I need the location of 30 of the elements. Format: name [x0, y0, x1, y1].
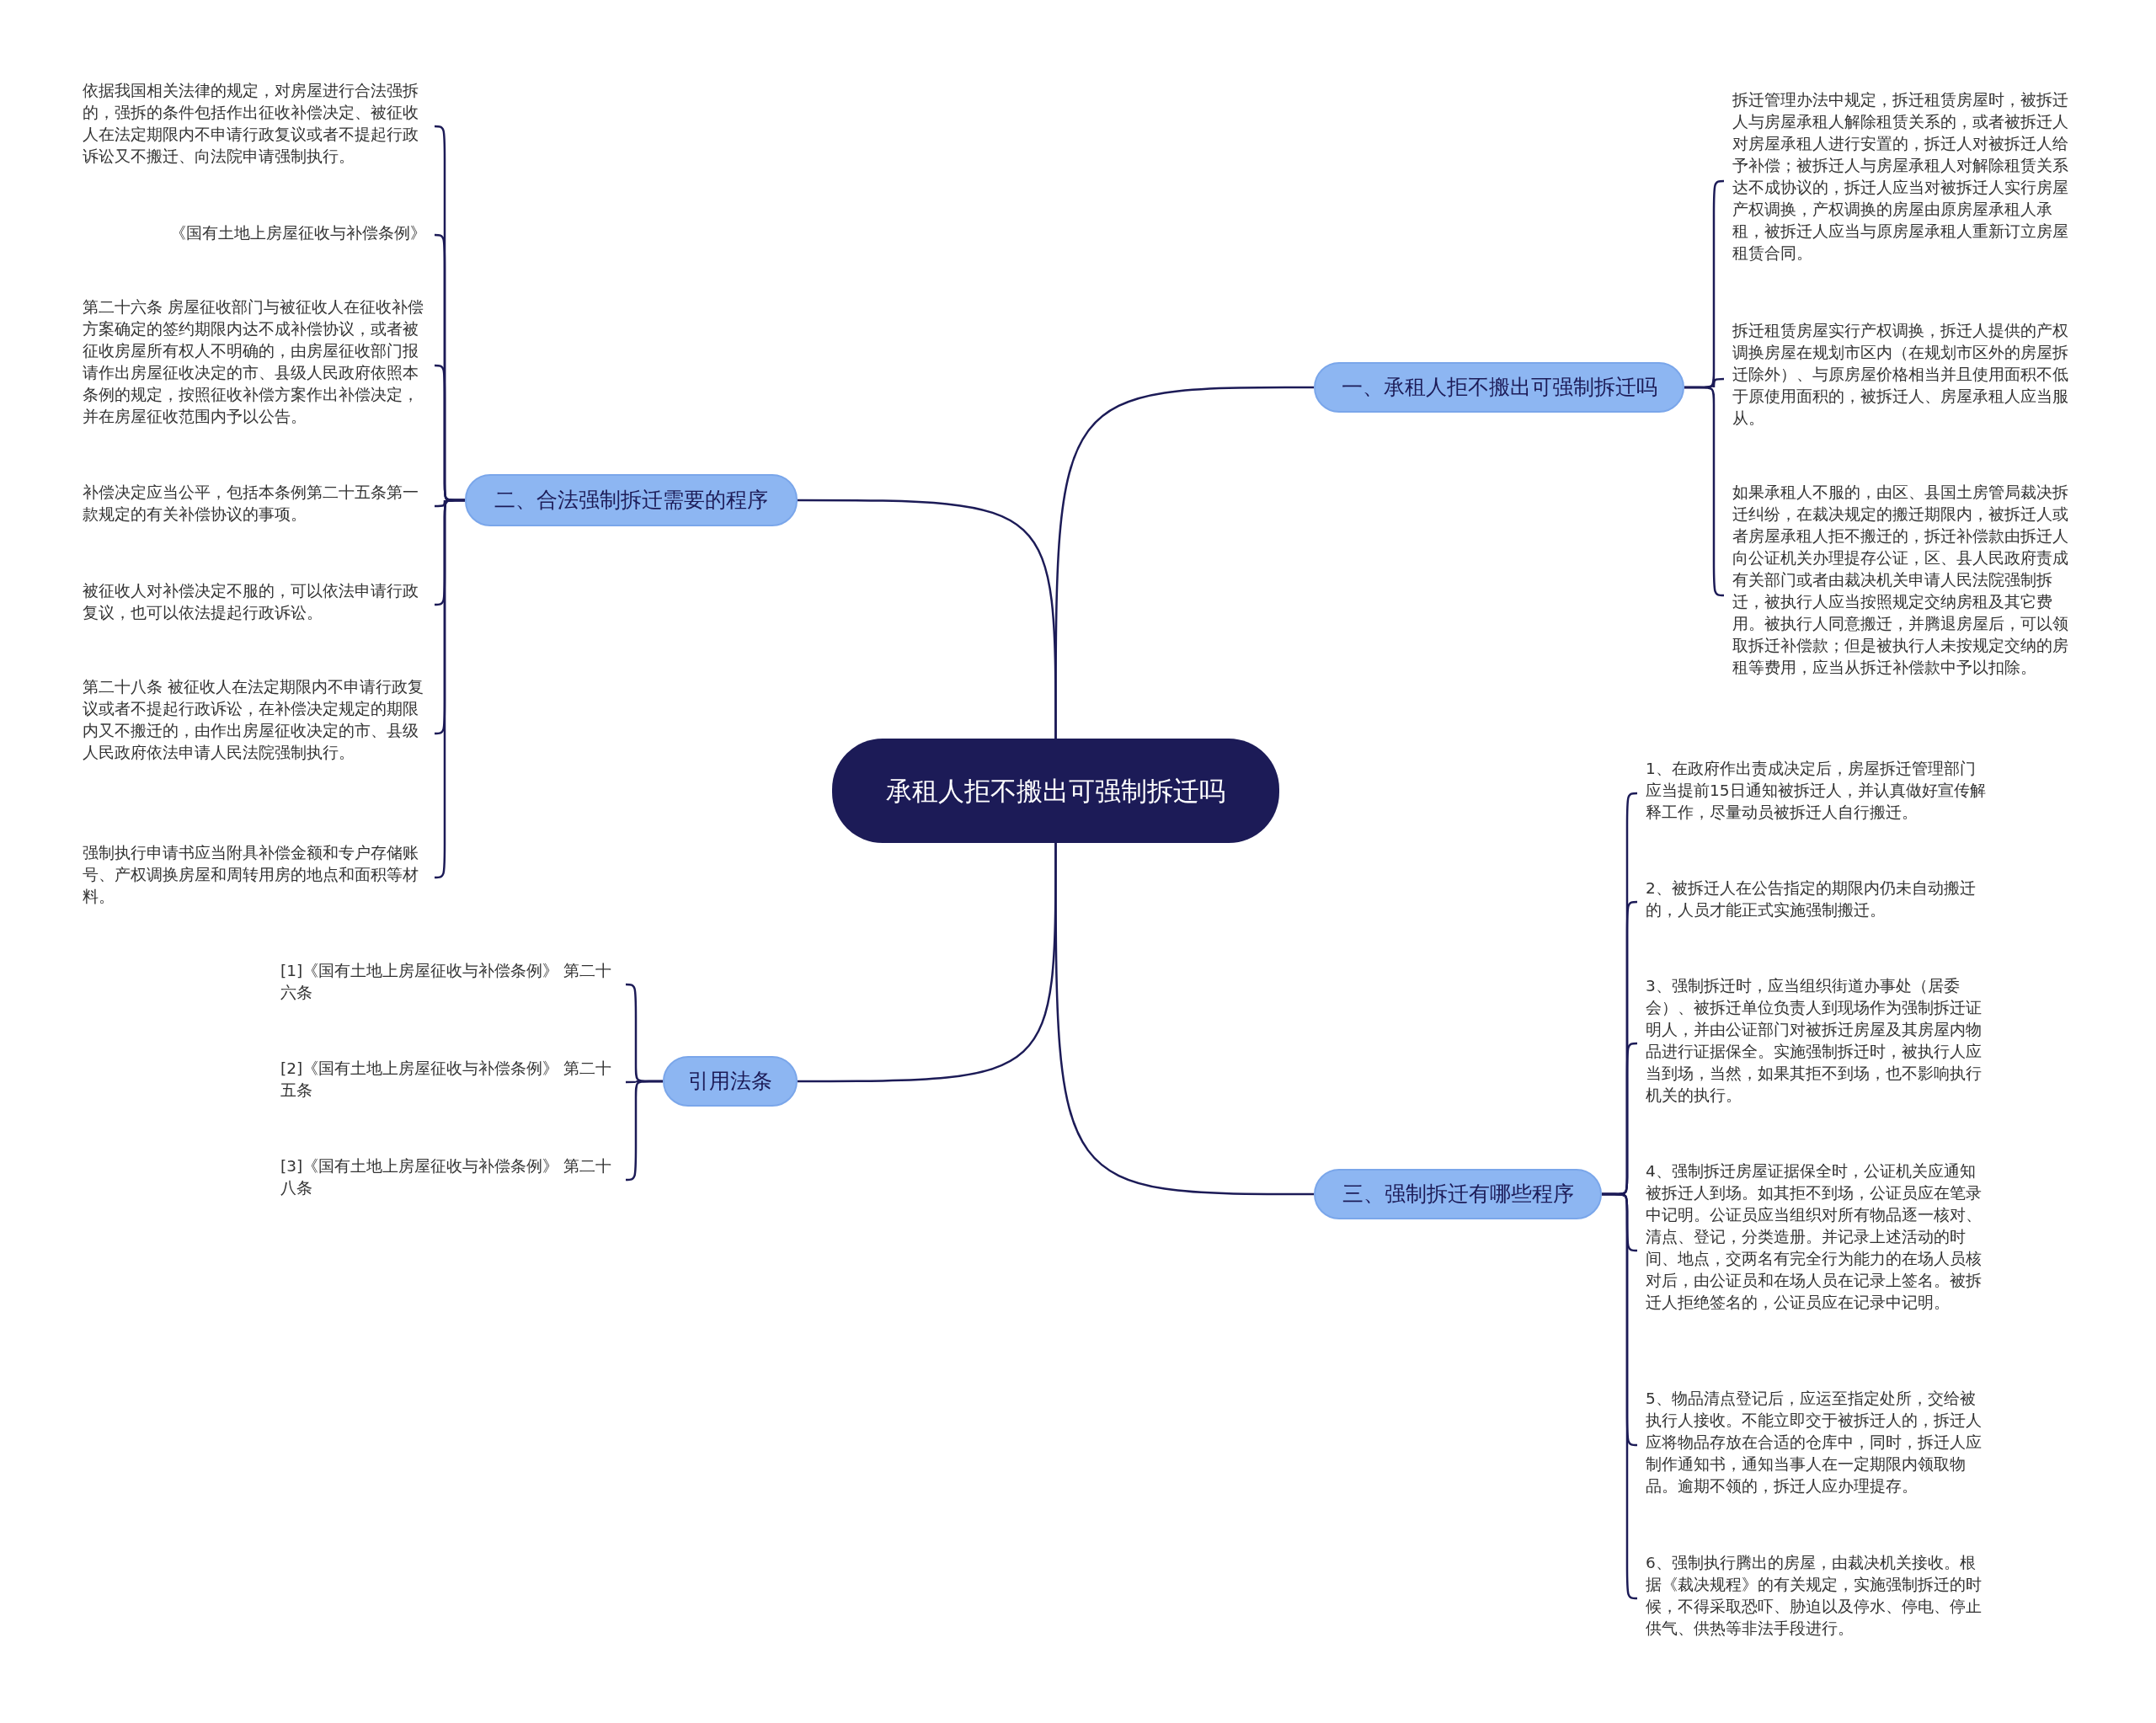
note-text: 1、在政府作出责成决定后，房屋拆迁管理部门应当提前15日通知被拆迁人，并认真做好宣传解释工作，尽量动员被拆迁人自行搬迁。	[1637, 758, 1995, 829]
note-text: [3]《国有土地上房屋征收与补偿条例》 第二十八条	[272, 1155, 626, 1204]
note-text: 强制执行申请书应当附具补偿金额和专户存储账号、产权调换房屋和周转用房的地点和面积等材料。	[74, 842, 435, 913]
branch-topic: 三、强制拆迁有哪些程序	[1314, 1169, 1602, 1219]
note-text: 5、物品清点登记后，应运至指定处所，交给被执行人接收。不能立即交于被拆迁人的，拆迁人应将物品存放在合适的仓库中，同时，拆迁人应制作通知书，通知当事人在一定期限内领取物品。逾期不领的，拆迁人应办理提存。	[1637, 1388, 1995, 1502]
connector-line	[1602, 1192, 1638, 1600]
note-text: 6、强制执行腾出的房屋，由裁决机关接收。根据《裁决规程》的有关规定，实施强制拆迁的时候，不得采取恐吓、胁迫以及停水、停电、停止供气、供热等非法手段进行。	[1637, 1552, 1995, 1645]
note-text: [1]《国有土地上房屋征收与补偿条例》 第二十六条	[272, 960, 626, 1009]
note-text: 2、被拆迁人在公告指定的期限内仍未自动搬迁的，人员才能正式实施强制搬迁。	[1637, 878, 1995, 926]
note-text: 4、强制拆迁房屋证据保全时，公证机关应通知被拆迁人到场。如其拒不到场，公证员应在笔录中记明。公证员应当组织对所有物品逐一核对、清点、登记，分类造册。并记录上述活动的时间、地点，交两名有完全行为能力的在场人员核对后，由公证员和在场人员在记录上签名。被拆迁人拒绝签名的，公证员应在记录中记明。	[1637, 1160, 1995, 1341]
connector-line	[798, 499, 1057, 739]
note-text: [2]《国有土地上房屋征收与补偿条例》 第二十五条	[272, 1058, 626, 1107]
central-topic: 承租人拒不搬出可强制拆迁吗	[832, 739, 1279, 843]
note-text: 被征收人对补偿决定不服的，可以依法申请行政复议，也可以依法提起行政诉讼。	[74, 580, 435, 629]
note-text: 如果承租人不服的，由区、县国土房管局裁决拆迁纠纷，在裁决规定的搬迁期限内，被拆迁人或者房屋承租人拒不搬迁的，拆迁补偿款由拆迁人向公证机关办理提存公证，区、县人民政府责成有关部门或者由裁决机关申请人民法院强制拆迁，被执行人应当按照规定交纳房租及其它费用。被执行人同意搬迁，并腾退房屋后，可以领取拆迁补偿款；但是被执行人未按规定交纳的房租等费用，应当从拆迁补偿款中予以扣除。	[1724, 482, 2086, 709]
note-text: 依据我国相关法律的规定，对房屋进行合法强拆的，强拆的条件包括作出征收补偿决定、被征收人在法定期限内不申请行政复议或者不提起行政诉讼又不搬迁、向法院申请强制执行。	[74, 80, 435, 173]
connector-line	[434, 499, 465, 879]
branch-topic: 引用法条	[663, 1056, 798, 1107]
note-text: 第二十六条 房屋征收部门与被征收人在征收补偿方案确定的签约期限内达不成补偿协议，或者被征收房屋所有权人不明确的，由房屋征收部门报请作出房屋征收决定的市、县级人民政府依照本条例的规定，按照征收补偿方案作出补偿决定，并在房屋征收范围内予以公告。	[74, 296, 435, 435]
branch-topic: 二、合法强制拆迁需要的程序	[465, 474, 798, 526]
connector-line	[626, 1080, 663, 1182]
note-text: 补偿决定应当公平，包括本条例第二十五条第一款规定的有关补偿协议的事项。	[74, 482, 435, 531]
note-text: 拆迁租赁房屋实行产权调换，拆迁人提供的产权调换房屋在规划市区内（在规划市区外的房屋拆迁除外）、与原房屋价格相当并且使用面积不低于原使用面积的，被拆迁人、房屋承租人应当服从。	[1724, 320, 2086, 438]
branch-topic: 一、承租人拒不搬出可强制拆迁吗	[1314, 362, 1684, 413]
connector-line	[1684, 386, 1724, 597]
note-text: 第二十八条 被征收人在法定期限内不申请行政复议或者不提起行政诉讼，在补偿决定规定的期限内又不搬迁的，由作出房屋征收决定的市、县级人民政府依法申请人民法院强制执行。	[74, 676, 435, 791]
note-text: 拆迁管理办法中规定，拆迁租赁房屋时，被拆迁人与房屋承租人解除租赁关系的，或者被拆迁人对房屋承租人进行安置的，拆迁人对被拆迁人给予补偿；被拆迁人与房屋承租人对解除租赁关系达不成协议的，拆迁人应当对被拆迁人实行房屋产权调换，产权调换的房屋由原房屋承租人承租，被拆迁人应当与原房屋承租人重新订立房屋租赁合同。	[1724, 89, 2086, 273]
connector-line	[798, 843, 1057, 1083]
note-text: 《国有土地上房屋征收与补偿条例》	[74, 222, 435, 248]
note-text: 3、强制拆迁时，应当组织街道办事处（居委会）、被拆迁单位负责人到现场作为强制拆迁证明人，并由公证部门对被拆迁房屋及其房屋内物品进行证据保全。实施强制拆迁时，被执行人应当到场，当然，如果其拒不到场，也不影响执行机关的执行。	[1637, 975, 1995, 1112]
